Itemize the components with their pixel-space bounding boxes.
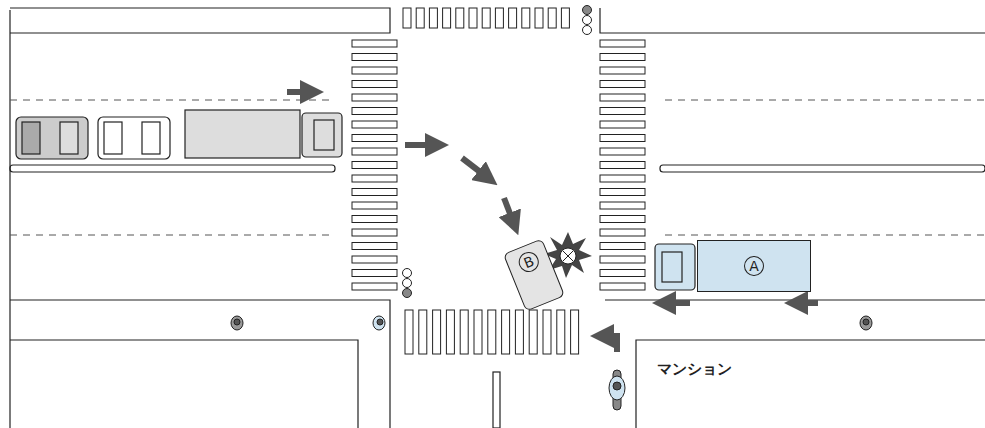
pedestrians	[231, 316, 872, 410]
vehicle-letter: B	[516, 249, 542, 275]
road-edges	[10, 8, 985, 428]
building-label: マンション	[657, 360, 732, 379]
vehicle-letter: A	[744, 256, 764, 276]
lane-lines	[10, 100, 985, 235]
vehicles	[16, 110, 695, 290]
direction-arrows	[287, 92, 818, 352]
truck-a: A	[697, 240, 811, 292]
car-b: B	[503, 238, 565, 311]
crosswalks	[352, 8, 645, 354]
traffic-lights	[403, 6, 592, 298]
